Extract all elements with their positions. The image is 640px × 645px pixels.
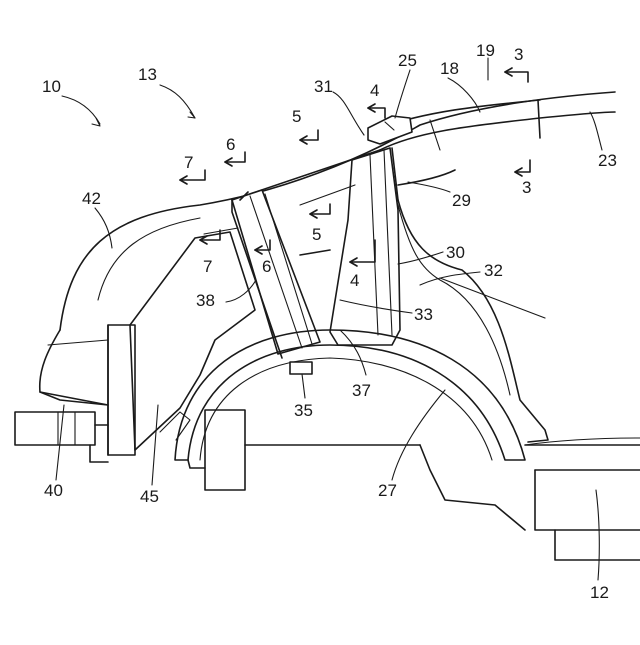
label-4-top: 4 xyxy=(370,81,379,100)
reference-labels: 10 13 42 7 7 6 6 5 5 4 4 31 25 18 19 3 3… xyxy=(42,41,617,602)
label-31: 31 xyxy=(314,77,333,96)
label-7-bottom: 7 xyxy=(203,257,212,276)
label-42: 42 xyxy=(82,189,101,208)
label-5-top: 5 xyxy=(292,107,301,126)
label-3-bottom: 3 xyxy=(522,178,531,197)
label-38: 38 xyxy=(196,291,215,310)
label-23: 23 xyxy=(598,151,617,170)
label-6-bottom: 6 xyxy=(262,257,271,276)
label-5-bottom: 5 xyxy=(312,225,321,244)
label-13: 13 xyxy=(138,65,157,84)
label-3-top: 3 xyxy=(514,45,523,64)
d-pillar xyxy=(330,148,400,345)
leader-lines xyxy=(56,58,602,580)
label-12: 12 xyxy=(590,583,609,602)
quarter-panel xyxy=(40,330,108,405)
front-block xyxy=(15,412,108,462)
label-27: 27 xyxy=(378,481,397,500)
label-29: 29 xyxy=(452,191,471,210)
label-25: 25 xyxy=(398,51,417,70)
wheel-arch xyxy=(175,330,525,468)
lower-body xyxy=(205,410,640,560)
label-40: 40 xyxy=(44,481,63,500)
label-7-top: 7 xyxy=(184,153,193,172)
label-10: 10 xyxy=(42,77,61,96)
label-18: 18 xyxy=(440,59,459,78)
label-32: 32 xyxy=(484,261,503,280)
label-37: 37 xyxy=(352,381,371,400)
label-6-top: 6 xyxy=(226,135,235,154)
label-4-bottom: 4 xyxy=(350,271,359,290)
label-35: 35 xyxy=(294,401,313,420)
label-19: 19 xyxy=(476,41,495,60)
label-30: 30 xyxy=(446,243,465,262)
label-45: 45 xyxy=(140,487,159,506)
label-33: 33 xyxy=(414,305,433,324)
